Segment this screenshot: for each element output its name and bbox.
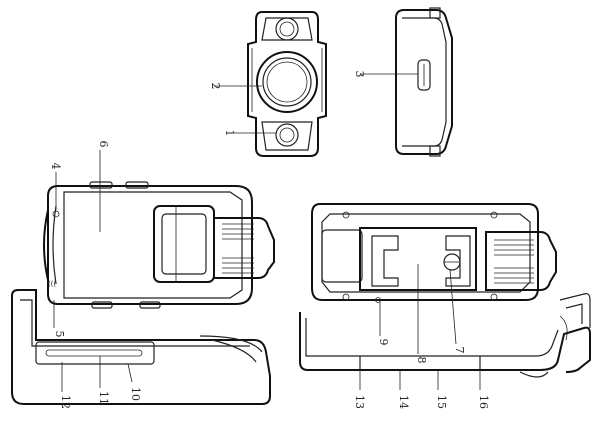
callout-2: 2 — [209, 83, 222, 90]
callout-10: 10 — [129, 387, 142, 401]
callout-4: 4 — [49, 163, 62, 170]
callout-3: 3 — [353, 71, 366, 78]
svg-text:(((: ((( — [48, 280, 56, 288]
leader-10 — [127, 363, 133, 383]
callout-6: 6 — [97, 141, 110, 148]
side-view — [360, 7, 453, 157]
top-view: ((( — [43, 150, 275, 309]
callout-14: 14 — [397, 395, 410, 409]
callout-15: 15 — [435, 395, 448, 409]
left-edge-view — [11, 289, 271, 405]
leader-7 — [449, 269, 457, 345]
callout-13: 13 — [353, 395, 366, 409]
callout-8: 8 — [415, 357, 428, 364]
callout-11: 11 — [97, 391, 110, 405]
callout-16: 16 — [477, 395, 490, 409]
callout-12: 12 — [59, 395, 72, 409]
callout-9: 9 — [377, 339, 390, 346]
front-view — [214, 11, 327, 157]
callout-labels: 1 2 3 4 5 6 7 8 9 10 11 12 13 14 15 16 — [49, 71, 490, 410]
callout-7: 7 — [453, 347, 466, 354]
callout-5: 5 — [53, 331, 66, 338]
right-edge-view — [299, 293, 591, 390]
callout-1: 1 — [223, 130, 236, 137]
bottom-view — [311, 203, 557, 354]
